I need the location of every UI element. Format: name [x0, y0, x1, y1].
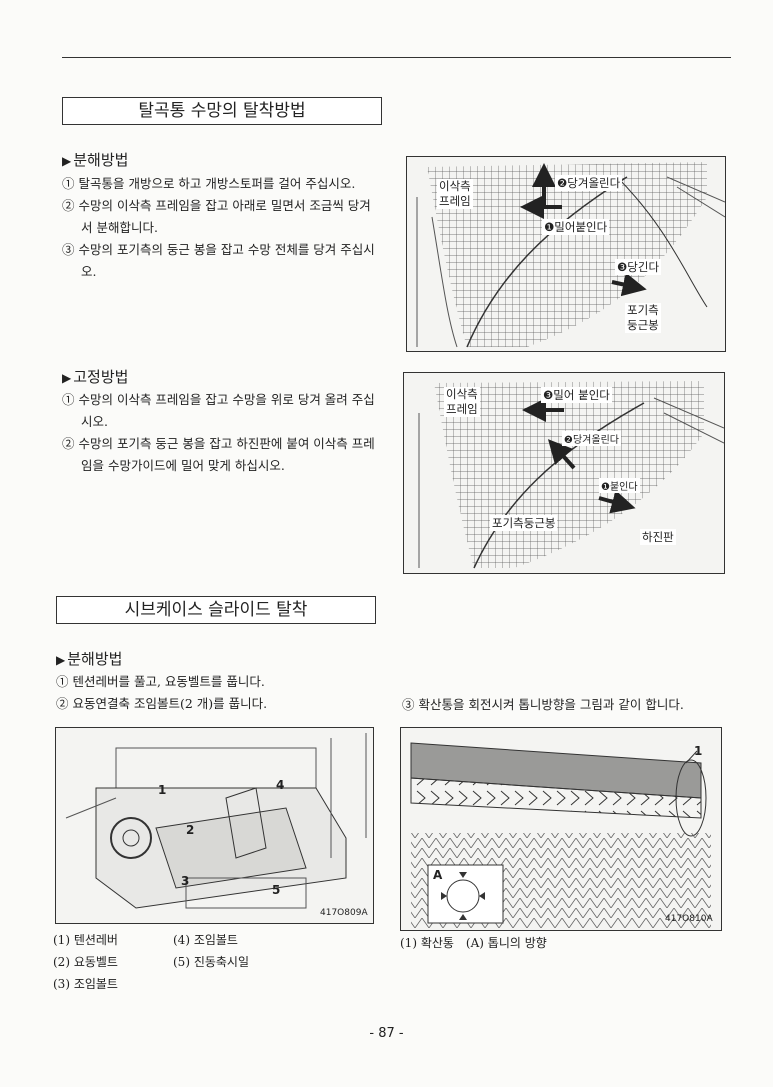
callout-rod: 포기측둥근봉: [490, 515, 558, 531]
callout-2: 2: [186, 823, 195, 837]
figure-legend: (1) 텐션레버 (4) 조임볼트 (2) 요동벨트 (5) 진동축시일 (3) 조…: [53, 929, 249, 995]
section-title: 탈곡통 수망의 탈착방법: [62, 97, 382, 125]
top-rule: [62, 57, 731, 58]
callout-3: 3: [181, 874, 190, 888]
callout-plate: 하진판: [640, 529, 676, 545]
figure-mesh-fixing: 이삭측 프레임 ❸밀어 붙인다 ❷당겨올린다 ❶붙인다 포기측둥근봉 하진판: [403, 372, 725, 574]
step-3-text: ③ 확산통을 회전시켜 톱니방향을 그림과 같이 합니다.: [402, 697, 684, 712]
figure-code: 417O810A: [665, 914, 713, 924]
legend-item: (2) 요동벨트: [53, 955, 118, 969]
callout-frame: 이삭측 프레임: [437, 179, 473, 209]
callout-5: 5: [272, 883, 281, 897]
callout-rod: 포기측 둥근봉: [625, 303, 661, 333]
fixing-heading: ▶고정방법: [62, 368, 129, 386]
legend-item: (4) 조임볼트: [173, 933, 238, 947]
step-item: ② 요동연결축 조임볼트(2 개)를 풉니다.: [56, 696, 268, 711]
step-item: ③ 수망의 포기측의 둥근 봉을 잡고 수망 전체를 당겨 주십시오.: [62, 242, 375, 279]
callout-1: 1: [158, 783, 167, 797]
callout-push: ❶밀어붙인다: [542, 219, 610, 235]
step-item: ② 수망의 이삭측 프레임을 잡고 아래로 밀면서 조금씩 당겨서 분해합니다.: [62, 198, 371, 235]
disassembly-steps: ① 탈곡통을 개방으로 하고 개방스토퍼를 걸어 주십시오. ② 수망의 이삭측…: [62, 173, 382, 283]
step-item: ① 텐션레버를 풀고, 요동벨트를 풉니다.: [56, 674, 265, 689]
callout-attach: ❶붙인다: [599, 478, 640, 493]
figure-code: 417O809A: [320, 908, 368, 918]
callout-push: ❸밀어 붙인다: [541, 387, 612, 403]
legend-item: (3) 조임볼트: [53, 977, 118, 991]
step-item: ① 수망의 이삭측 프레임을 잡고 수망을 위로 당겨 올려 주십시오.: [62, 392, 375, 429]
callout-pull-up: ❷당겨올린다: [562, 431, 621, 446]
callout-pull-up: ❷당겨올린다: [555, 175, 623, 191]
diffusion-drum-illustration: [410, 742, 711, 928]
fixing-steps: ① 수망의 이삭측 프레임을 잡고 수망을 위로 당겨 올려 주십시오. ② 수…: [62, 389, 382, 477]
section-title: 시브케이스 슬라이드 탈착: [56, 596, 376, 624]
legend-item: (1) 텐션레버: [53, 933, 118, 947]
sieve-case-illustration: [65, 733, 367, 909]
disassembly-heading: ▶분해방법: [56, 650, 123, 668]
page-number: - 87 -: [369, 1026, 404, 1041]
disassembly-steps: ① 텐션레버를 풀고, 요동벨트를 풉니다. ② 요동연결축 조임볼트(2 개)…: [56, 671, 386, 715]
legend-item: (5) 진동축시일: [173, 955, 250, 969]
step-item: ② 수망의 포기측 둥근 봉을 잡고 하진판에 붙여 이삭측 프레임을 수망가이…: [62, 436, 375, 473]
figure-diffusion-drum: 1 A 417O810A: [400, 727, 722, 931]
figure-sieve-case: 1 2 3 4 5 417O809A: [55, 727, 374, 924]
figure-legend: (1) 확산통 (A) 톱니의 방향: [400, 936, 547, 950]
figure-mesh-removal: 이삭측 프레임 ❷당겨올린다 ❶밀어붙인다 ❸당긴다 포기측 둥근봉: [406, 156, 726, 352]
inset-label: A: [433, 868, 443, 882]
callout-pull: ❸당긴다: [615, 259, 662, 275]
callout-1: 1: [694, 744, 703, 758]
step-item: ① 탈곡통을 개방으로 하고 개방스토퍼를 걸어 주십시오.: [62, 176, 356, 191]
mesh-removal-illustration: [416, 162, 725, 348]
callout-4: 4: [276, 778, 285, 792]
callout-frame: 이삭측 프레임: [444, 387, 480, 417]
disassembly-heading: ▶분해방법: [62, 151, 129, 169]
